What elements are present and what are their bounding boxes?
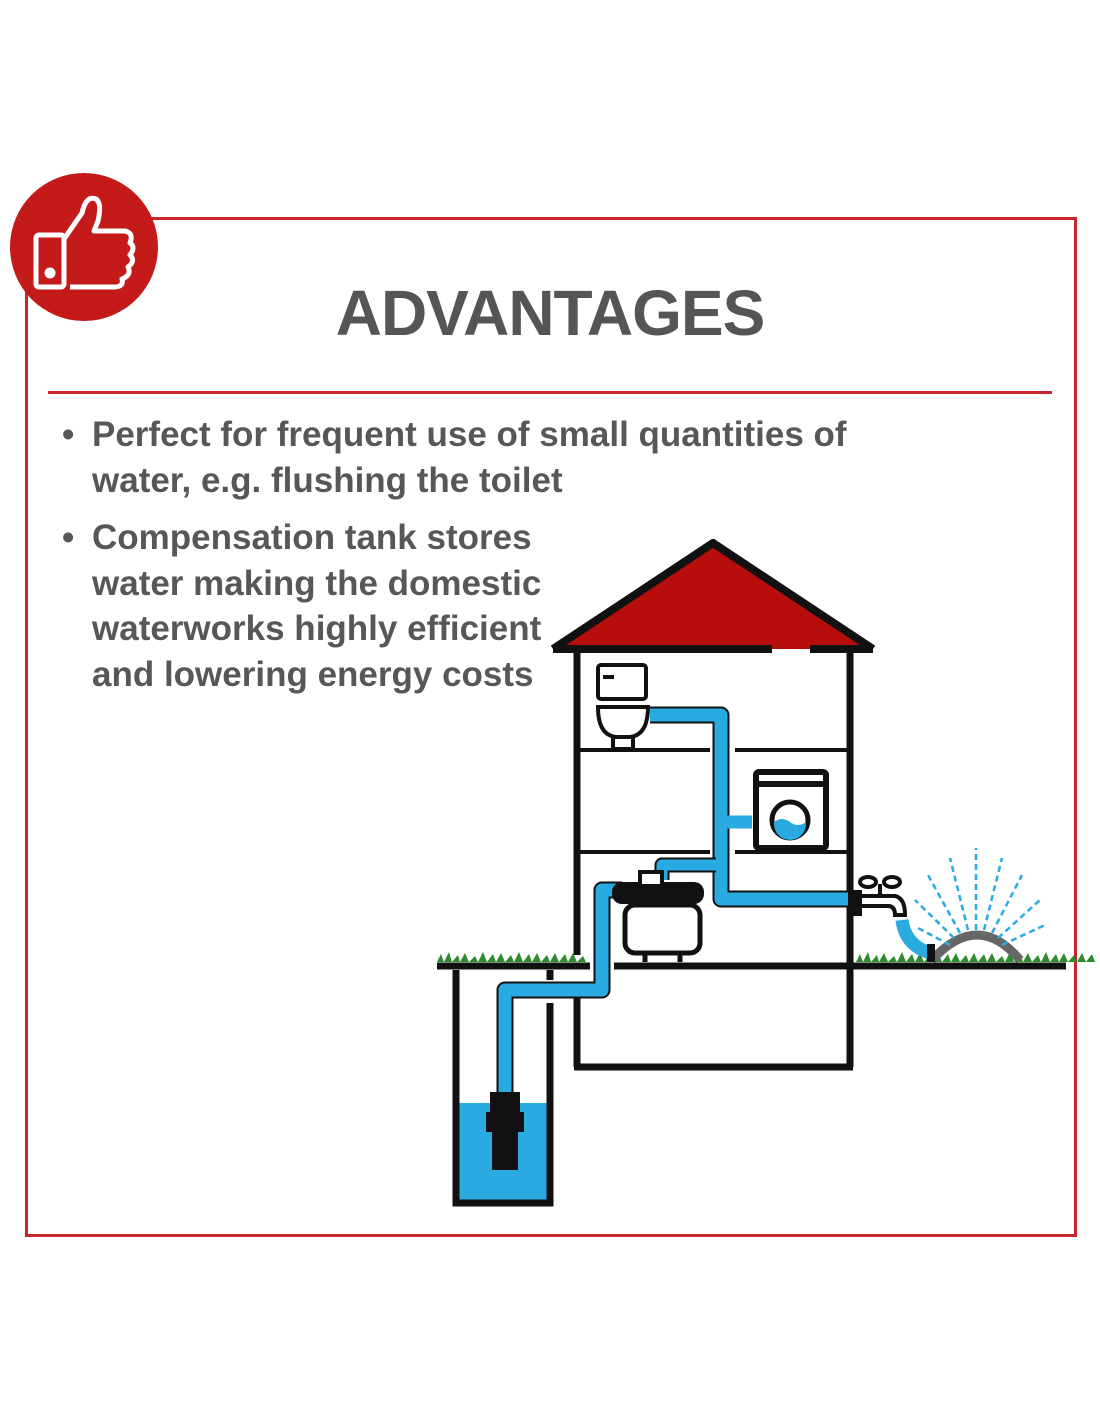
- house: [550, 539, 876, 1071]
- ground: [437, 952, 1095, 970]
- title-divider: [48, 391, 1052, 394]
- page-title: ADVANTAGES: [335, 277, 766, 349]
- advantages-frame: [25, 217, 1077, 1237]
- booster-pump-icon: [612, 870, 704, 962]
- water-pipes: [496, 706, 933, 1095]
- list-item: Perfect for frequent use of small quanti…: [62, 412, 892, 503]
- sprinkler-icon: [914, 848, 1046, 964]
- outdoor-tap-icon: [848, 875, 908, 917]
- washing-machine-icon: [753, 769, 829, 851]
- submersible-pump-icon: [486, 1092, 524, 1170]
- toilet-icon: [595, 663, 651, 751]
- list-item: Compensation tank stores water making th…: [62, 515, 572, 697]
- thumbs-up-badge: [10, 173, 158, 321]
- advantages-list: Perfect for frequent use of small quanti…: [62, 412, 892, 709]
- thumbs-up-icon: [33, 195, 136, 290]
